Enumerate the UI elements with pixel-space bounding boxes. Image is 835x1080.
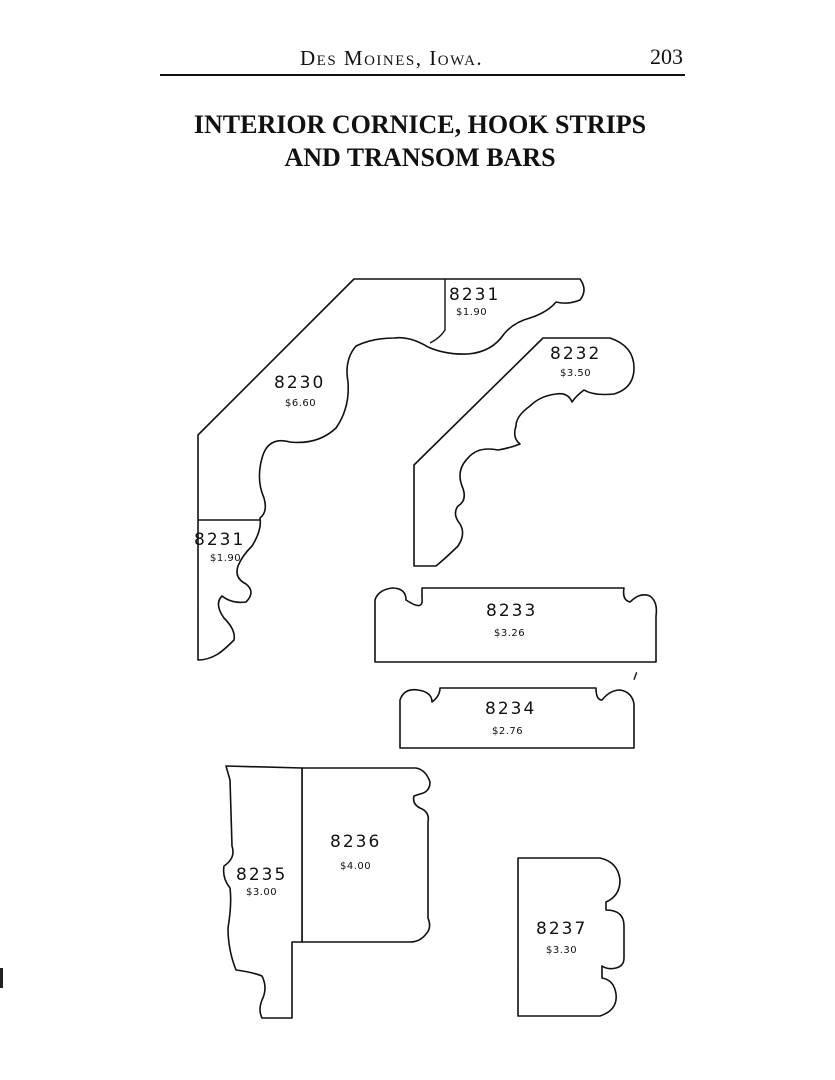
moulding-8236-price: $4.00 [340, 861, 371, 872]
moulding-8236-profile [301, 767, 431, 943]
moulding-8231-lower-number: 8231 [194, 530, 245, 550]
moulding-8231-upper-outline [429, 279, 446, 344]
moulding-8230-number: 8230 [274, 373, 325, 393]
moulding-8234-number: 8234 [485, 699, 536, 719]
moulding-8234-profile [399, 687, 635, 749]
print-speck [633, 672, 638, 681]
running-head-place: Des Moines, Iowa. [300, 46, 484, 70]
moulding-8232-profile [413, 337, 635, 567]
moulding-8232-number: 8232 [550, 344, 601, 364]
moulding-8235-price: $3.00 [246, 887, 277, 898]
moulding-8235-number: 8235 [236, 865, 287, 885]
moulding-8233-price: $3.26 [494, 628, 525, 639]
moulding-8237-number: 8237 [536, 919, 587, 939]
running-head: Des Moines, Iowa. 203 [160, 40, 685, 76]
moulding-8230-profile [197, 278, 585, 661]
moulding-8233-number: 8233 [486, 601, 537, 621]
moulding-8236-number: 8236 [330, 832, 381, 852]
page-number: 203 [650, 44, 683, 69]
page-title-line-1: INTERIOR CORNICE, HOOK STRIPS [193, 110, 647, 139]
moulding-8230-group [197, 278, 585, 661]
moulding-8231-upper-price: $1.90 [456, 307, 487, 318]
moulding-8235-8236-group [222, 765, 431, 1019]
moulding-8235-profile [222, 765, 303, 1019]
page-title-line-2: AND TRANSOM BARS [284, 143, 556, 172]
moulding-8230-price: $6.60 [285, 398, 316, 409]
moulding-8237-price: $3.30 [546, 945, 577, 956]
page-title: INTERIOR CORNICE, HOOK STRIPS AND TRANSO… [120, 108, 720, 174]
moulding-8234-price: $2.76 [492, 726, 523, 737]
moulding-8231-upper-number: 8231 [449, 285, 500, 305]
moulding-8232-price: $3.50 [560, 368, 591, 379]
moulding-8237-profile [517, 857, 625, 1017]
print-speck [0, 968, 3, 988]
moulding-8231-lower-price: $1.90 [210, 553, 241, 564]
moulding-8233-profile [374, 587, 658, 663]
